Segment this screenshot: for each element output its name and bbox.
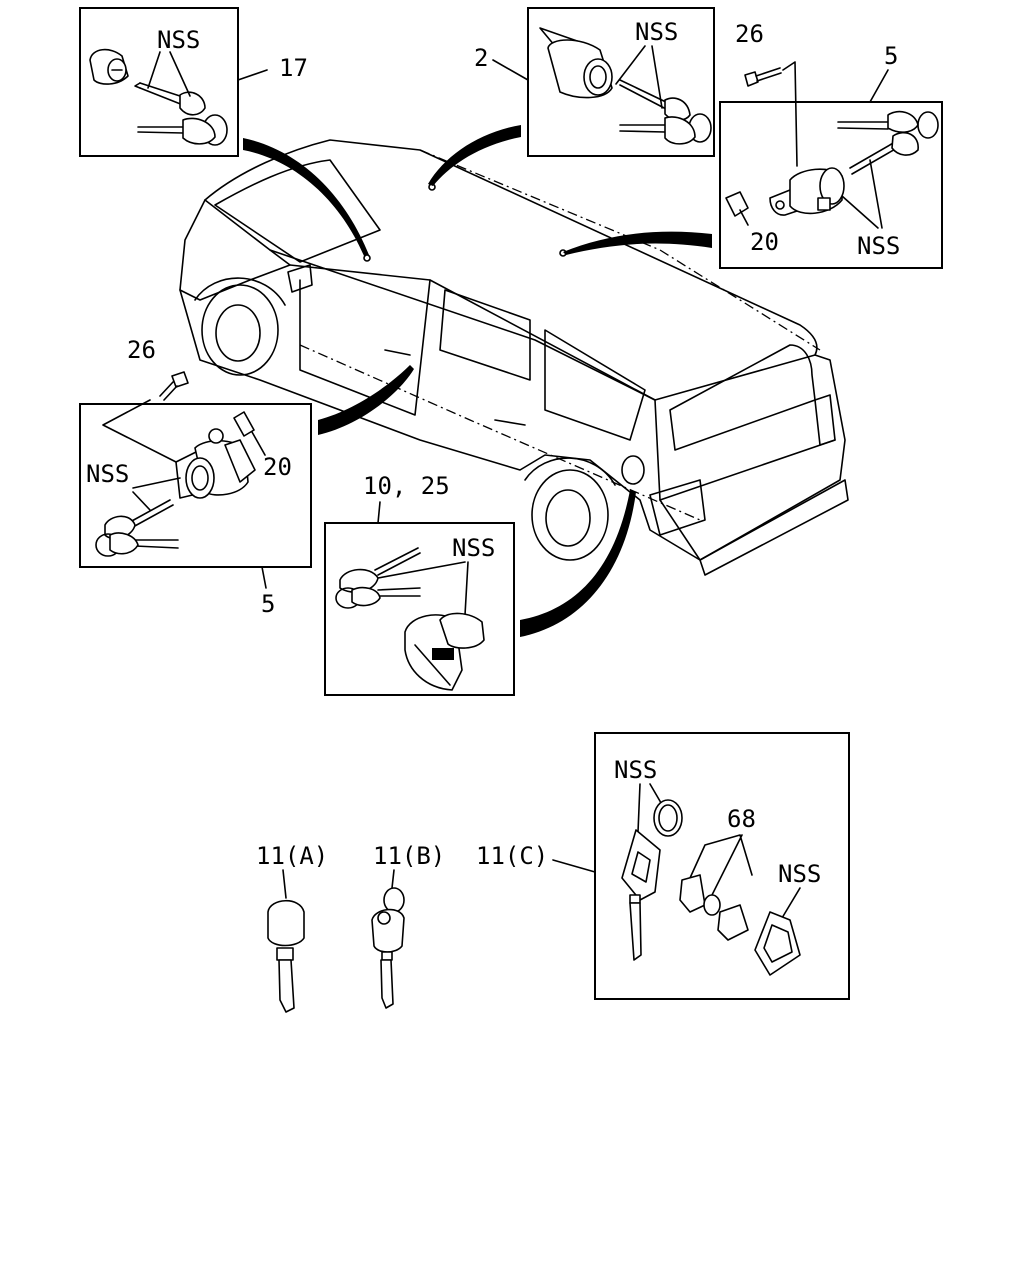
callout-nss: NSS (452, 534, 495, 562)
battery-cover-icon (653, 799, 683, 837)
callout-5: 5 (261, 590, 275, 618)
panel-tailgate-lock-5: 26 5 20 NSS (719, 20, 943, 269)
key-part-icon (679, 874, 749, 941)
key-icon (267, 899, 305, 1013)
panel-frame (594, 732, 850, 1000)
leader-line (739, 209, 749, 226)
callout-26: 26 (735, 20, 764, 48)
bolt-icon (744, 67, 782, 87)
key-head-icon (754, 911, 801, 976)
callout-2: 2 (474, 44, 488, 72)
callout-11a: 11(A) (256, 842, 328, 870)
callout-5: 5 (884, 42, 898, 70)
leader-line (552, 859, 596, 873)
key-icon (619, 116, 696, 145)
remote-key-icon (371, 887, 405, 1009)
panel-door-lock-17: NSS 17 (79, 7, 308, 157)
callout-nss: NSS (157, 26, 200, 54)
callout-17: 17 (279, 54, 308, 82)
door-lock-cylinder-icon (175, 428, 256, 499)
key-icon (837, 110, 939, 139)
ignition-cylinder-icon (539, 27, 613, 99)
panel-door-lock-5: 26 20 NSS 5 (79, 336, 312, 618)
panel-key-11c: 11(C) NSS 68 NSS (476, 732, 850, 1000)
callout-nss: NSS (778, 860, 821, 888)
callout-11c: 11(C) (476, 842, 548, 870)
key-icon (134, 82, 228, 146)
panel-frame (527, 7, 715, 157)
callout-26: 26 (127, 336, 156, 364)
leader-swooshes (243, 125, 712, 637)
panel-frame (79, 403, 312, 568)
tailgate-lock-icon (769, 167, 845, 216)
key-icon (137, 117, 216, 145)
callout-nss: NSS (857, 232, 900, 260)
fuel-lid-lock-icon (404, 612, 485, 691)
panel-fuel-lid-lock: 10, 25 NSS (324, 472, 515, 696)
callout-11b: 11(B) (373, 842, 445, 870)
leader-line (492, 59, 529, 81)
key-11a: 11(A) (256, 842, 328, 1013)
key-icon (109, 532, 179, 555)
leader-line (261, 566, 267, 589)
callout-nss: NSS (86, 460, 129, 488)
key-icon (621, 829, 661, 961)
key-icon (95, 499, 174, 557)
bolt-icon (159, 371, 189, 401)
leader-line (869, 69, 889, 103)
key-icon (849, 131, 919, 175)
callout-10-25: 10, 25 (363, 472, 450, 500)
panel-frame (719, 101, 943, 269)
clip-icon (233, 411, 255, 437)
clip-icon (725, 191, 749, 217)
callout-20: 20 (750, 228, 779, 256)
callout-nss: NSS (635, 18, 678, 46)
suv-vehicle-icon (179, 139, 849, 576)
panel-frame (324, 522, 515, 696)
key-icon (619, 79, 712, 143)
callout-20: 20 (263, 453, 292, 481)
callout-68: 68 (727, 805, 756, 833)
door-lock-cylinder-icon (89, 48, 129, 85)
key-icon (351, 586, 421, 607)
panel-frame (79, 7, 239, 157)
leader-line (377, 501, 381, 524)
leader-line (251, 431, 266, 456)
leader-line (237, 69, 268, 81)
key-11b: 11(B) (371, 842, 445, 1009)
panel-ignition-2: 2 NSS (474, 7, 715, 157)
callout-nss: NSS (614, 756, 657, 784)
